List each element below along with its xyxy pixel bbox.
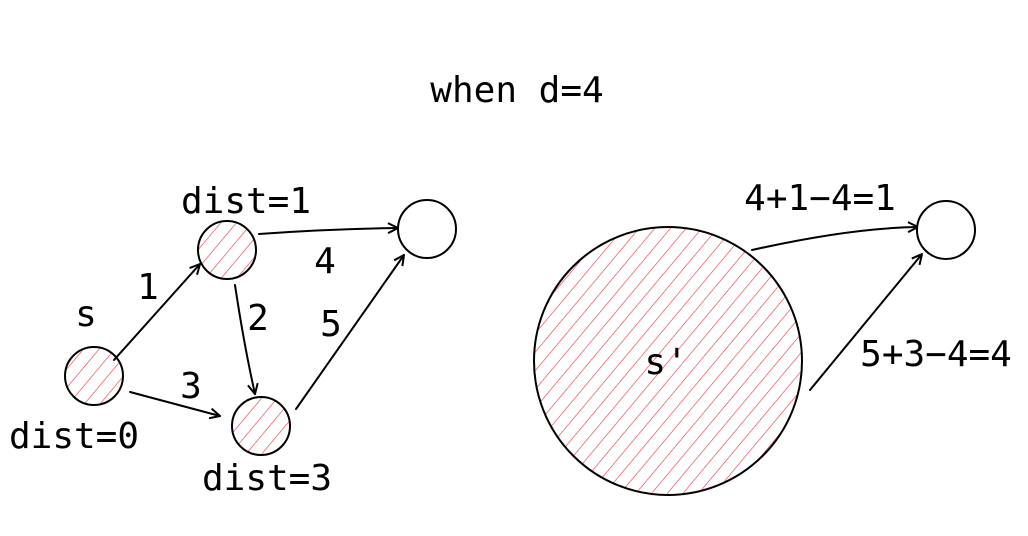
weight-s-bottom: 3 <box>180 366 202 407</box>
weight-top-target: 4 <box>314 241 336 282</box>
weight-s-top: 1 <box>137 267 159 308</box>
left-graph: s dist=0 dist=1 dist=3 1 3 2 4 5 <box>9 181 457 499</box>
source-label: s <box>75 294 97 335</box>
node-super-source <box>533 226 803 496</box>
edge-bottom-to-target <box>295 254 405 410</box>
node-target-right <box>916 200 976 260</box>
diagram-title: when d=4 <box>430 70 603 111</box>
top-dist-label: dist=1 <box>181 181 311 222</box>
weight-top-bottom: 2 <box>247 298 269 339</box>
node-source <box>64 346 124 406</box>
edge-super-lower <box>809 253 923 391</box>
source-dist-label: dist=0 <box>9 416 139 457</box>
weight-upper-label: 4+1−4=1 <box>744 178 896 219</box>
right-graph: s' 4+1−4=1 5+3−4=4 <box>533 178 1012 496</box>
bottom-dist-label: dist=3 <box>202 458 332 499</box>
node-target <box>397 199 457 259</box>
weight-lower-label: 5+3−4=4 <box>860 334 1012 375</box>
node-top <box>197 220 257 280</box>
super-source-label: s' <box>644 342 687 383</box>
node-bottom <box>231 396 291 456</box>
weight-bottom-target: 5 <box>320 304 342 345</box>
edge-top-to-target <box>258 222 399 235</box>
edge-super-upper <box>751 221 919 251</box>
edge-s-to-top <box>113 263 201 361</box>
edge-s-to-bottom <box>129 391 221 420</box>
edge-top-to-bottom <box>234 284 259 395</box>
